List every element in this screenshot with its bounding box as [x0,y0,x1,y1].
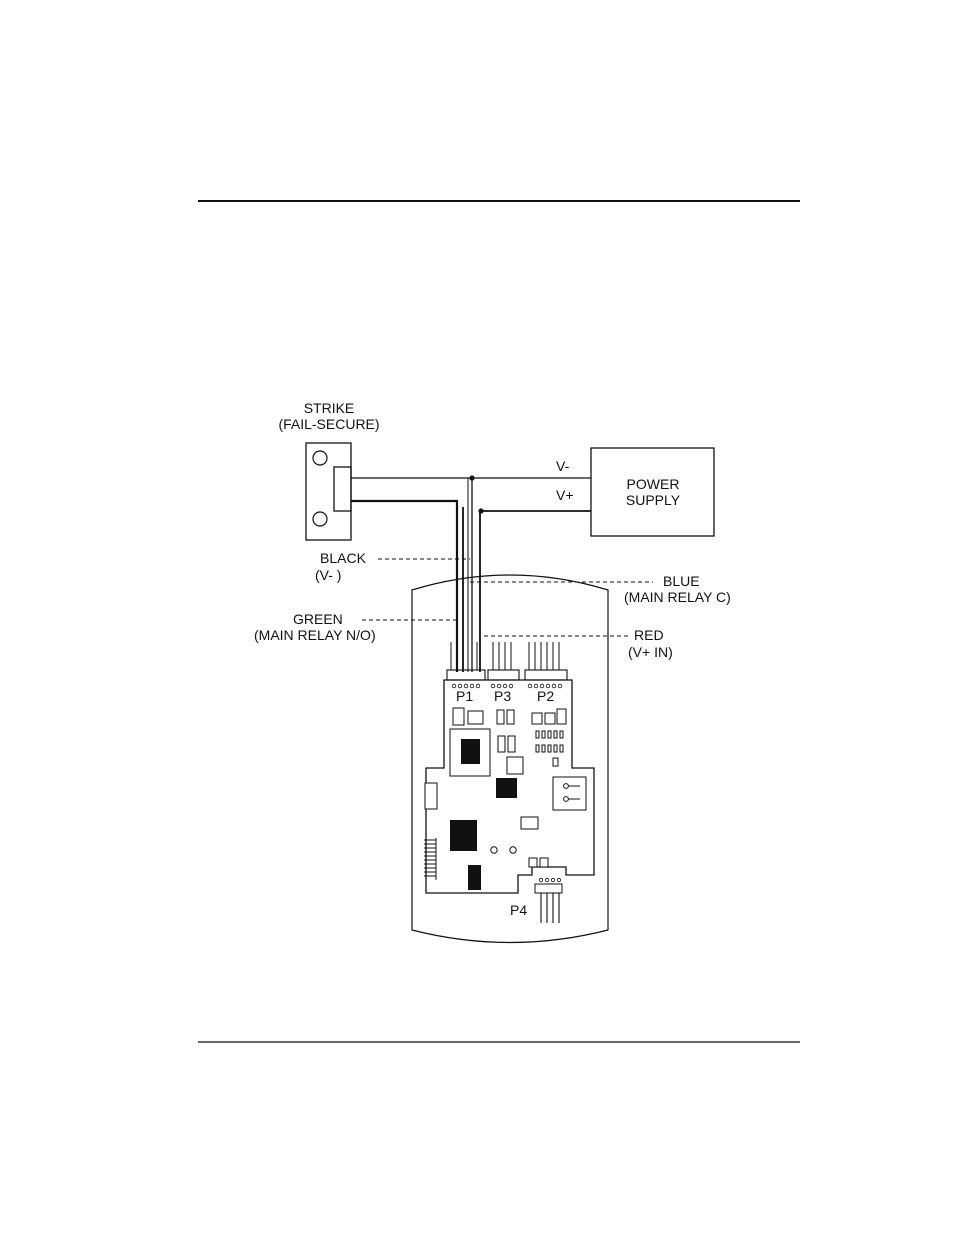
strike-subtitle: (FAIL-SECURE) [278,416,379,432]
p4-label: P4 [510,902,527,918]
wires [351,478,591,672]
junction-vminus [469,475,474,480]
connector-p4-dots [539,878,560,881]
connector-p3 [488,642,519,688]
power-supply-box: POWER SUPPLY [591,448,714,536]
blue-label-2: (MAIN RELAY C) [624,589,731,605]
p1-label: P1 [456,688,473,704]
black-label-1: BLACK [320,550,367,566]
strike-title: STRIKE [304,400,355,416]
blue-label-1: BLUE [663,573,700,589]
red-label-1: RED [634,627,664,643]
callout-leaders [362,559,653,636]
red-label-2: (V+ IN) [628,644,673,660]
power-supply-label-2: SUPPLY [626,492,681,508]
green-label-1: GREEN [293,611,343,627]
p2-label: P2 [537,688,554,704]
connector-p4-pins [541,893,559,923]
vplus-label: V+ [556,487,574,503]
strike-device [306,443,351,540]
black-label-2: (V- ) [315,567,341,583]
connector-p2 [525,642,567,688]
power-supply-label-1: POWER [627,476,680,492]
junction-vplus [478,508,483,513]
vminus-label: V- [556,458,570,474]
green-label-2: (MAIN RELAY N/O) [254,627,376,643]
board-components [425,708,586,893]
p3-label: P3 [494,688,511,704]
